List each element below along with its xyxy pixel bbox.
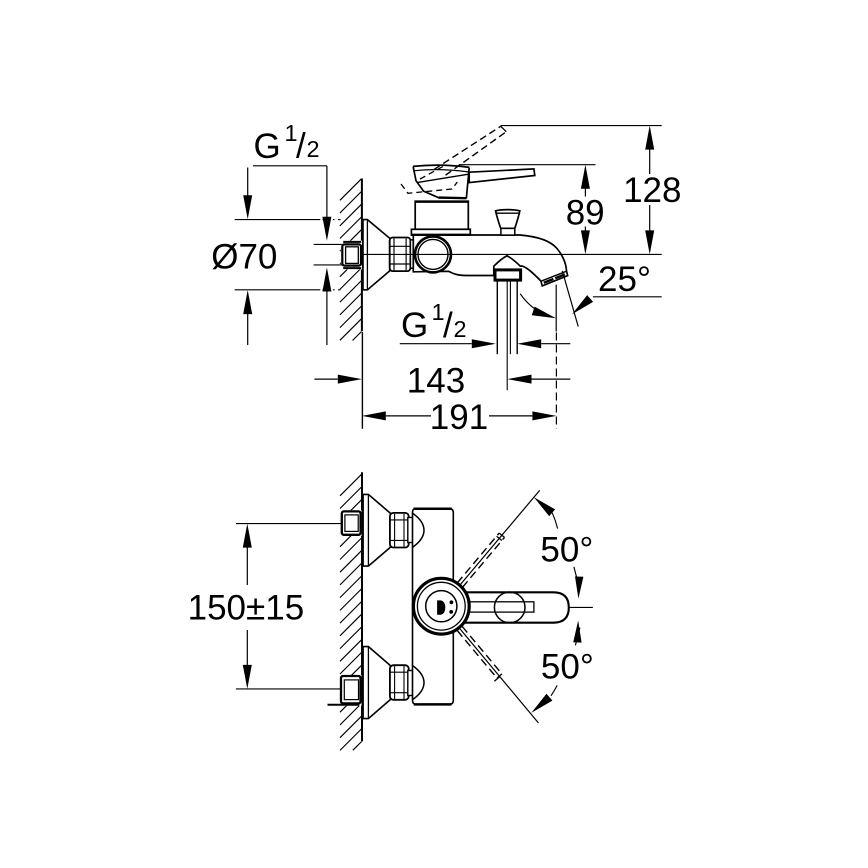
svg-text:191: 191 — [430, 398, 488, 437]
svg-text:50°: 50° — [540, 530, 593, 569]
svg-text:G: G — [254, 127, 281, 166]
svg-text:G: G — [401, 306, 428, 345]
svg-text:/: / — [296, 127, 306, 166]
svg-text:1: 1 — [432, 299, 445, 325]
svg-text:25°: 25° — [598, 260, 651, 299]
svg-text:128: 128 — [623, 171, 681, 210]
svg-text:89: 89 — [566, 193, 605, 232]
svg-text:2: 2 — [454, 316, 467, 342]
svg-text:/: / — [443, 306, 453, 345]
svg-text:2: 2 — [307, 136, 320, 162]
svg-text:143: 143 — [407, 362, 465, 401]
svg-text:Ø70: Ø70 — [211, 237, 277, 276]
svg-text:50°: 50° — [541, 647, 594, 686]
svg-text:150±15: 150±15 — [188, 589, 305, 628]
svg-text:1: 1 — [285, 120, 298, 146]
